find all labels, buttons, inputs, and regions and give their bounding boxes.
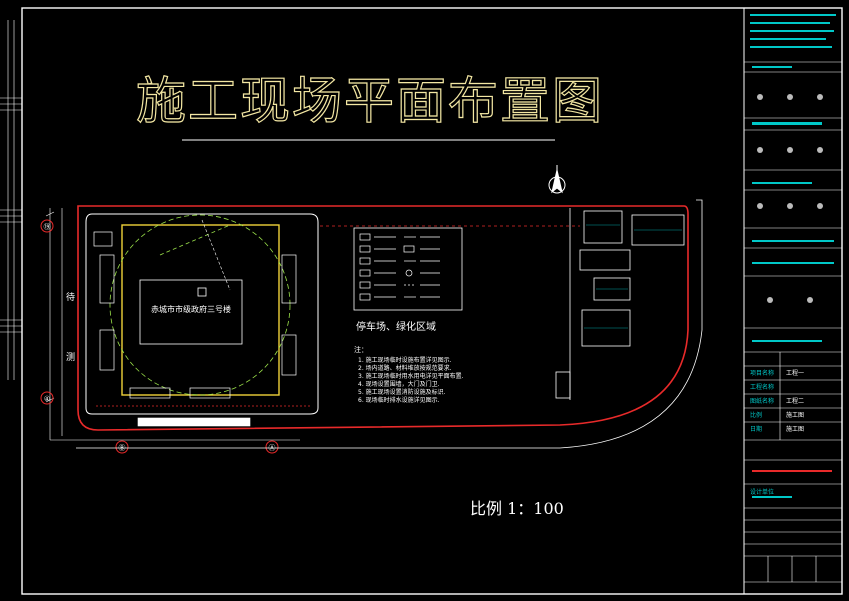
road-inner-boundary [85,213,319,415]
gridline-marker-19: ⑲ [40,219,54,233]
tb-row-label: 图纸名称 [750,397,774,405]
note-line: 4. 现场设置围墙，大门及门卫. [358,380,440,388]
svg-text:④: ④ [44,395,50,403]
note-line: 5. 施工现场设置消防设施及标识. [358,388,446,396]
title-block-frame [743,7,843,595]
drawing-title: 施工现场平面布置图 [136,72,604,130]
title-block-rows: 项目名称 工程名称 图纸名称 比例 日期 [750,369,774,433]
legend-box [353,227,463,311]
title-block-cells [750,14,836,498]
site-boundary [77,205,689,431]
tb-row-value: 施工图 [786,411,804,419]
parking-green-area-label: 停车场、绿化区域 [356,320,436,333]
tb-row-label: 比例 [750,411,762,419]
scale-label: 比例 1：100 [470,499,564,518]
left-edge-ticks [0,20,22,380]
crane-base [197,287,207,297]
tb-row-label: 工程名称 [750,383,774,391]
material-storage-blocks [93,231,297,399]
crane-jib [159,224,231,256]
gridline-marker-a: Ⓐ [265,440,279,454]
note-line: 2. 场内道路、材料堆放按规范要求. [358,364,452,372]
note-line: 6. 现场临时排水设施详见图示. [358,396,440,404]
svg-text:⑲: ⑲ [44,223,51,231]
gridline-marker-b: Ⓑ [115,440,129,454]
side-label-top: 待 [66,291,75,303]
road-outer-curve [76,199,703,449]
tb-row-value: 工程二 [786,397,804,405]
site-gate [137,417,251,427]
building-label: 赤城市市级政府三号楼 [151,304,231,314]
north-arrow-icon [548,165,566,194]
tb-row-value: 施工图 [786,425,804,433]
title-block-values: 工程一 工程二 施工图 施工图 [786,369,804,433]
notes-heading: 注： [354,345,368,354]
crane-leader-line [201,219,231,291]
tb-row-label: 项目名称 [750,369,774,377]
facility-hatching [584,224,682,329]
building-core [139,279,243,345]
note-line: 3. 施工现场临时用水用电详见平面布置. [358,372,464,380]
crane-radius-circle [109,214,291,396]
notes-list: 1. 施工现场临时设施布置详见图示. 2. 场内道路、材料堆放按规范要求. 3.… [358,356,464,404]
tb-row-label: 日期 [750,425,762,433]
note-line: 1. 施工现场临时设施布置详见图示. [358,356,452,364]
gridline-marker-4: ④ [40,391,54,405]
side-label-bottom: 测 [66,352,75,363]
tb-stamp: 设计单位 [750,488,774,496]
title-block-grid [744,61,842,583]
legend-symbols [359,233,440,301]
temporary-facilities [555,208,685,400]
title-block-dots [757,94,823,303]
tb-row-value: 工程一 [786,369,804,377]
dimension-lines [45,208,300,441]
